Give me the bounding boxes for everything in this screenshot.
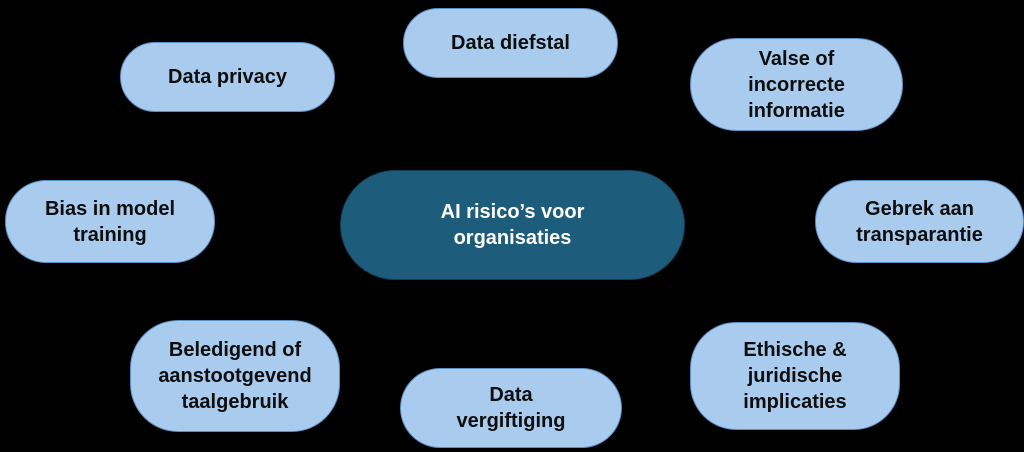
- center-node-ai-risicos: AI risico’s voor organisaties: [340, 170, 685, 280]
- node-beledigend-taalgebruik-label: Beledigend of aanstootgevend taalgebruik: [158, 339, 312, 413]
- node-valse-informatie-label: Valse of incorrecte informatie: [748, 47, 845, 122]
- node-data-privacy-label: Data privacy: [168, 66, 287, 88]
- center-node-label: AI risico’s voor organisaties: [440, 201, 585, 249]
- node-bias-model-training: Bias in model training: [5, 180, 215, 263]
- node-data-privacy: Data privacy: [120, 42, 335, 112]
- node-valse-informatie: Valse of incorrecte informatie: [690, 38, 903, 131]
- node-beledigend-taalgebruik: Beledigend of aanstootgevend taalgebruik: [130, 320, 340, 432]
- node-data-vergiftiging: Data vergiftiging: [400, 368, 622, 448]
- node-data-diefstal: Data diefstal: [403, 8, 618, 78]
- node-data-vergiftiging-label: Data vergiftiging: [456, 384, 566, 432]
- node-ethische-juridische-label: Ethische & juridische implicaties: [743, 339, 847, 413]
- node-gebrek-transparantie-label: Gebrek aan transparantie: [856, 197, 983, 246]
- node-gebrek-transparantie: Gebrek aan transparantie: [815, 180, 1024, 263]
- node-bias-model-training-label: Bias in model training: [44, 197, 176, 246]
- node-data-diefstal-label: Data diefstal: [451, 32, 570, 54]
- node-ethische-juridische: Ethische & juridische implicaties: [690, 322, 900, 430]
